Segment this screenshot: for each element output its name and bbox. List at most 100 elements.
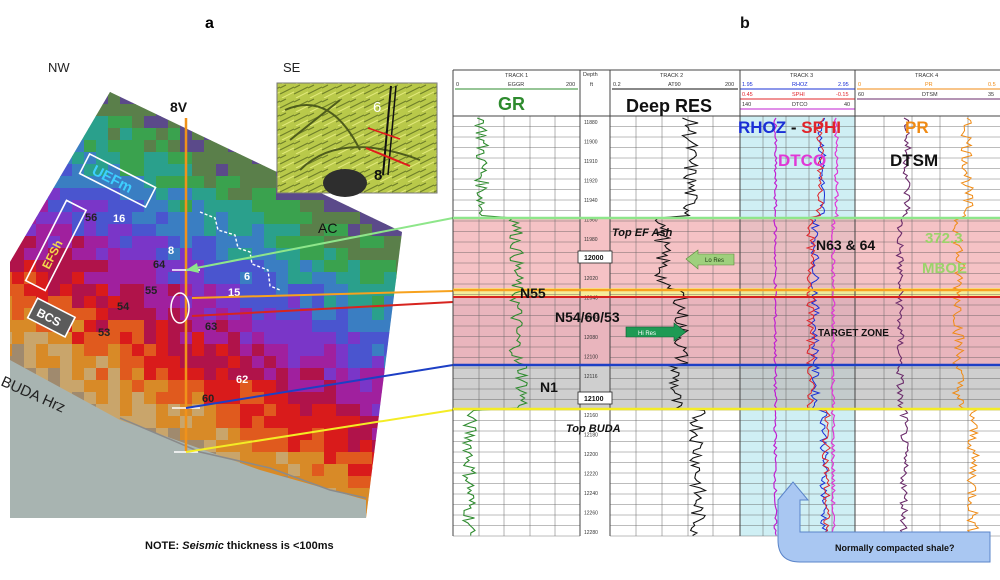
efsh-box <box>24 199 88 292</box>
map-cell <box>132 236 145 249</box>
map-cell <box>84 104 97 117</box>
map-cell <box>288 452 301 465</box>
map-cell <box>132 296 145 309</box>
map-cell <box>132 332 145 345</box>
map-cell <box>372 260 385 273</box>
map-cell <box>168 116 181 129</box>
map-cell <box>360 212 373 225</box>
map-cell <box>168 428 181 441</box>
map-cell <box>132 164 145 177</box>
map-cell <box>48 200 61 213</box>
map-cell <box>144 224 157 237</box>
map-cell <box>336 308 349 321</box>
map-cell <box>216 524 229 537</box>
map-cell <box>228 392 241 405</box>
map-cell <box>48 116 61 129</box>
map-cell <box>324 476 337 489</box>
map-cell <box>24 248 37 261</box>
map-cell <box>96 332 109 345</box>
map-cell <box>288 260 301 273</box>
map-cell <box>72 320 85 333</box>
res-scale-name: AT90 <box>668 82 681 88</box>
map-cell <box>372 440 385 453</box>
map-cell <box>72 524 85 537</box>
map-cell <box>204 272 217 285</box>
map-cell <box>48 236 61 249</box>
map-cell <box>252 128 265 141</box>
map-cell <box>372 488 385 501</box>
map-cell <box>324 404 337 417</box>
map-cell <box>252 344 265 357</box>
map-cell <box>84 200 97 213</box>
map-cell <box>276 392 289 405</box>
map-cell <box>324 320 337 333</box>
map-cell <box>312 464 325 477</box>
map-cell <box>372 248 385 261</box>
map-cell <box>348 308 361 321</box>
map-cell <box>168 92 181 93</box>
map-cell <box>252 284 265 297</box>
mboe-label: MBOE <box>922 260 967 277</box>
map-cell <box>252 320 265 333</box>
map-cell <box>132 92 145 93</box>
map-cell <box>228 368 241 381</box>
map-cell <box>228 152 241 165</box>
map-cell <box>204 368 217 381</box>
map-cell <box>372 272 385 285</box>
map-cell <box>324 416 337 429</box>
map-cell <box>408 416 421 429</box>
map-cell <box>168 320 181 333</box>
map-cell <box>84 272 97 285</box>
map-cell <box>120 260 133 273</box>
map-cell <box>252 368 265 381</box>
map-cell <box>300 320 313 333</box>
map-cell <box>336 416 349 429</box>
map-cell <box>336 524 349 537</box>
map-cell <box>288 200 301 213</box>
map-cell <box>252 452 265 465</box>
map-number: 16 <box>113 213 125 225</box>
map-cell <box>108 104 121 117</box>
map-cell <box>192 524 205 537</box>
map-cell <box>84 332 97 345</box>
lo-res-label: Lo Res <box>705 258 724 264</box>
map-cell <box>36 356 49 369</box>
map-cell <box>228 92 241 105</box>
map-cell <box>144 356 157 369</box>
map-cell <box>192 152 205 165</box>
map-number: 63 <box>205 321 217 333</box>
map-cell <box>144 332 157 345</box>
map-cell <box>276 404 289 417</box>
map-cell <box>168 344 181 357</box>
map-cell <box>108 404 121 417</box>
map-cell <box>84 344 97 357</box>
map-cell <box>288 224 301 237</box>
map-cell <box>396 212 402 225</box>
map-cell <box>24 140 37 153</box>
map-cell <box>396 452 402 465</box>
map-cell <box>156 368 169 381</box>
map-cell <box>312 368 325 381</box>
map-cell <box>72 296 85 309</box>
map-cell <box>324 464 337 477</box>
map-cell <box>24 524 37 537</box>
map-cell <box>84 248 97 261</box>
map-cell <box>276 416 289 429</box>
map-cell <box>204 116 217 129</box>
map-cell <box>72 152 85 165</box>
map-cell <box>408 356 421 369</box>
map-cell <box>228 176 241 189</box>
map-cell <box>24 164 37 177</box>
track4-header: TRACK 4 <box>915 73 938 79</box>
zone-upper-band <box>453 218 1000 288</box>
map-cell <box>60 272 73 285</box>
map-cell <box>72 284 85 297</box>
note-italic: Seismic <box>182 540 224 552</box>
map-cell <box>48 92 61 93</box>
map-cell <box>204 428 217 441</box>
map-cell <box>168 188 181 201</box>
map-cell <box>264 152 277 165</box>
map-cell <box>264 452 277 465</box>
map-number: 53 <box>98 327 110 339</box>
map-cell <box>156 404 169 417</box>
